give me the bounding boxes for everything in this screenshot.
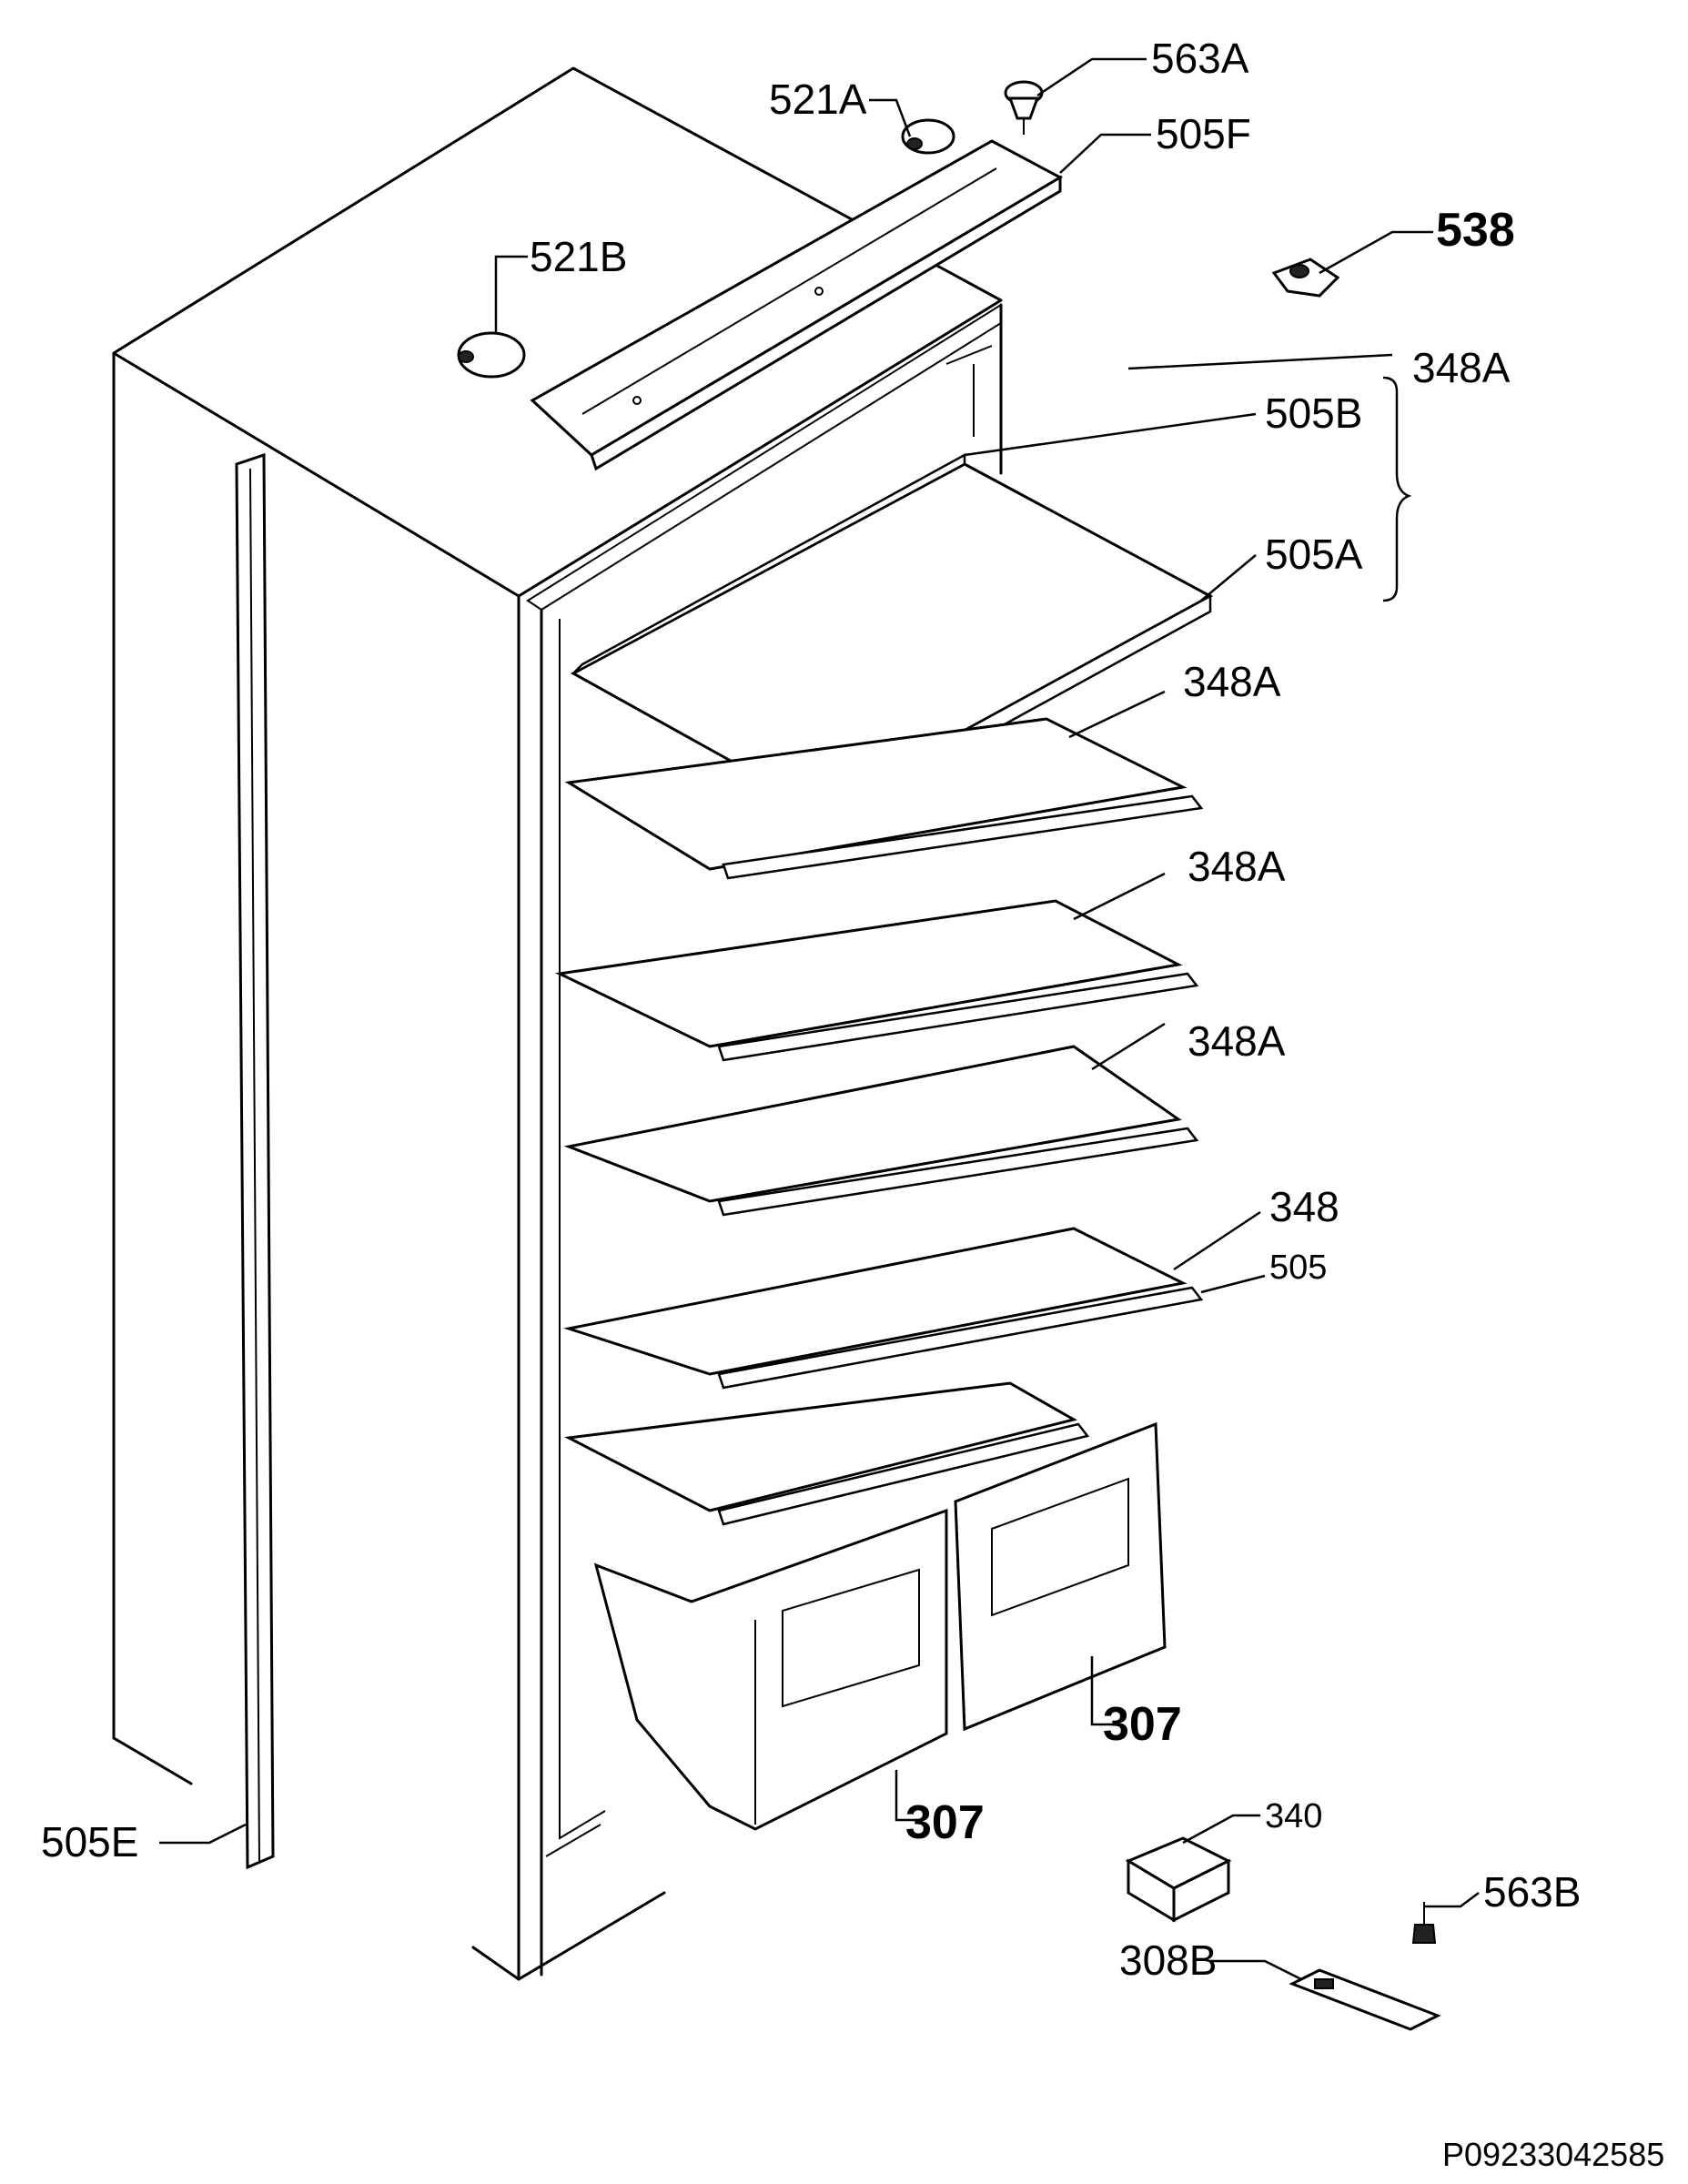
label-348A-group: 348A [1412,344,1511,391]
label-340: 340 [1265,1797,1322,1835]
label-308B: 308B [1119,1936,1217,1984]
label-348: 348 [1269,1183,1339,1230]
label-505F: 505F [1156,110,1251,157]
leader-lines [159,57,1480,1981]
label-348A-2: 348A [1188,843,1286,890]
screw-563A [1004,80,1044,135]
label-348A-3: 348A [1188,1017,1286,1065]
door-seal-strip-505E [235,452,275,1870]
shelf-348A-3 [563,1045,1199,1217]
screw-563B [1411,1902,1437,1944]
drawing-code: P09233042585 [1442,2136,1664,2173]
cabinet [112,66,1003,1981]
label-505: 505 [1269,1249,1327,1287]
label-521B: 521B [530,233,627,280]
label-307-left: 307 [905,1796,985,1849]
label-563B: 563B [1483,1868,1581,1916]
top-rail-505F [530,139,1064,471]
hinge-538 [1271,258,1340,298]
label-505B: 505B [1265,389,1362,437]
label-521A: 521A [769,76,867,123]
block-340 [1125,1836,1232,1923]
shelf-348A-2 [554,899,1199,1062]
shelf-bottom-glass [563,1381,1090,1526]
label-538: 538 [1436,204,1515,257]
label-348A-1: 348A [1183,658,1281,705]
shelf-348 [563,1227,1204,1390]
drawer-307-right [954,1421,1167,1732]
drawer-307-left [593,1508,948,1831]
label-307-right: 307 [1103,1698,1182,1751]
label-505E: 505E [41,1818,138,1866]
part-labels: 563A 521A 505F 538 521B 505B 348A 505A 3… [41,35,1664,2173]
hinge-cap-521A [901,118,955,155]
hinge-cap-521B [457,331,526,379]
shelf-348A-1 [564,717,1204,880]
label-505A: 505A [1265,531,1363,578]
label-563A: 563A [1151,35,1249,82]
hinge-308B [1289,1968,1441,2031]
